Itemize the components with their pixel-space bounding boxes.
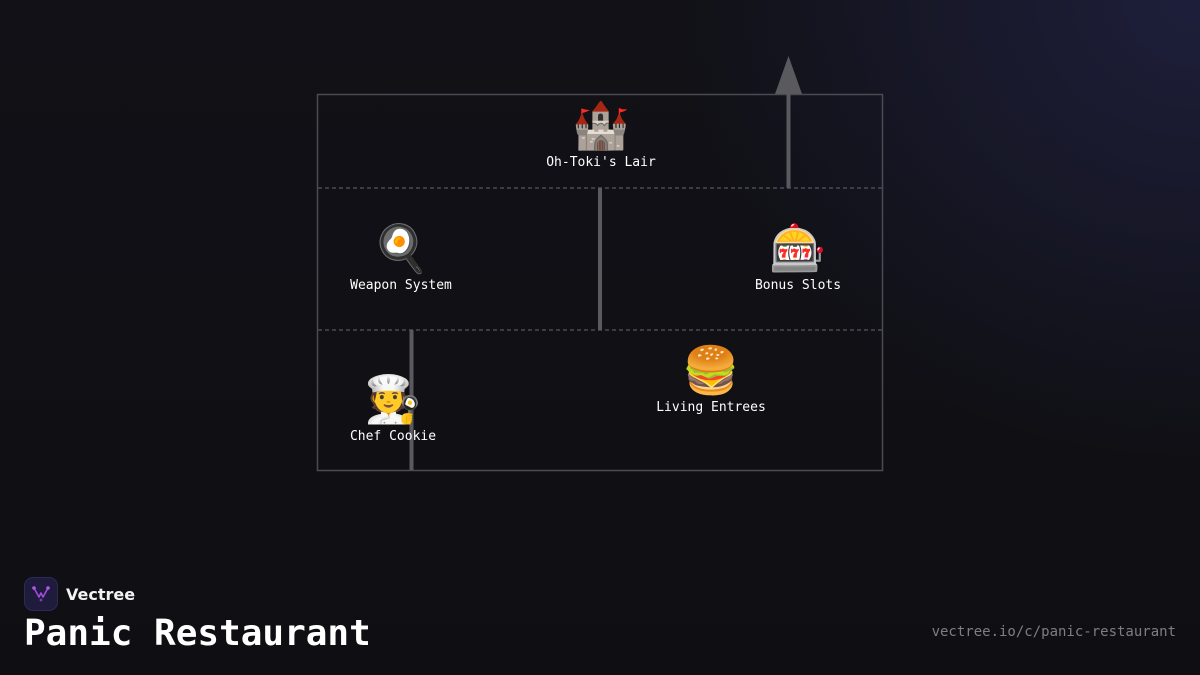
node-label: Bonus Slots (754, 278, 842, 293)
chef-icon: 🧑‍🍳 (364, 372, 422, 426)
diagram-frame (316, 93, 884, 472)
burger-icon: 🍔 (682, 343, 740, 397)
page-title: Panic Restaurant (24, 613, 371, 654)
node-chef-cookie[interactable]: 🧑‍🍳 Chef Cookie (350, 372, 436, 446)
node-label: Chef Cookie (349, 429, 437, 444)
page-url[interactable]: vectree.io/c/panic-restaurant (931, 624, 1176, 640)
node-label: Living Entrees (656, 400, 766, 415)
vectree-logo-icon (24, 577, 58, 611)
connector-arrow-head (775, 56, 802, 94)
node-living-entrees[interactable]: 🍔 Living Entrees (656, 343, 766, 417)
frying-pan-icon: 🍳 (372, 221, 430, 275)
slot-machine-icon: 🎰 (769, 221, 827, 275)
brand[interactable]: Vectree (24, 577, 135, 611)
node-weapon-system[interactable]: 🍳 Weapon System (350, 221, 452, 295)
node-label: Weapon System (350, 278, 452, 293)
node-bonus-slots[interactable]: 🎰 Bonus Slots (755, 221, 841, 295)
node-oh-tokis-lair[interactable]: 🏰 Oh-Toki's Lair (546, 98, 656, 172)
castle-icon: 🏰 (572, 98, 630, 152)
brand-name: Vectree (66, 584, 136, 604)
node-label: Oh-Toki's Lair (546, 155, 656, 170)
